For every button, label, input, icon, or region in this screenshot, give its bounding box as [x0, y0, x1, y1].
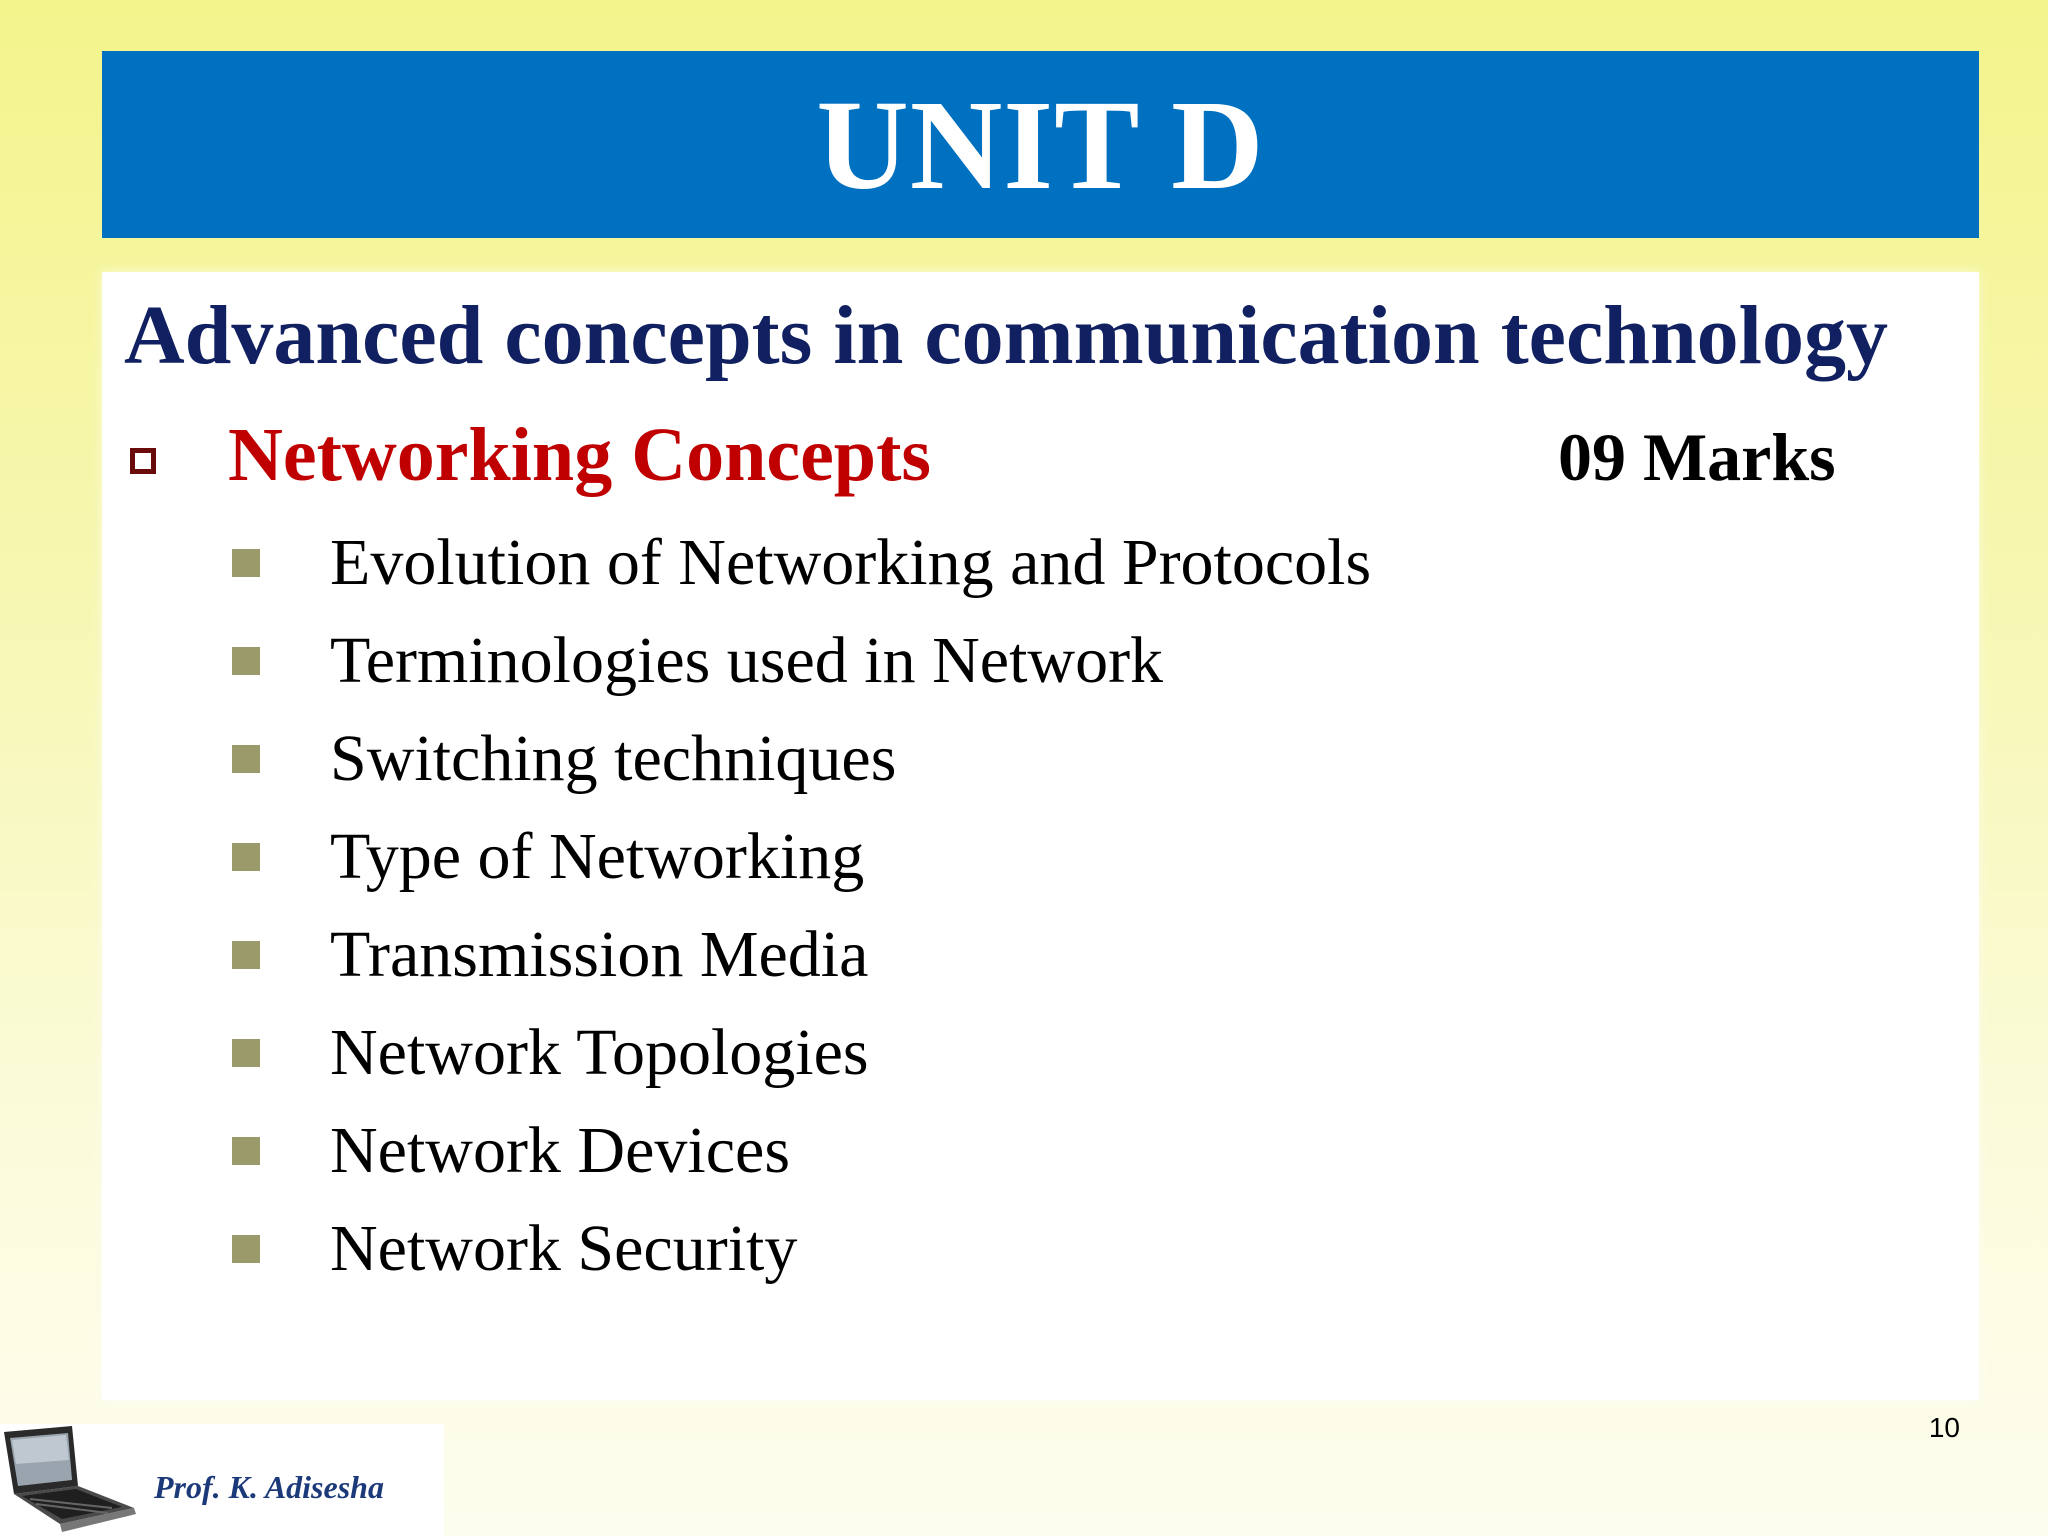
list-item: Type of Networking — [232, 808, 1371, 906]
topic-label: Switching techniques — [330, 721, 897, 795]
topic-label: Evolution of Networking and Protocols — [330, 525, 1372, 599]
slide-title: UNIT D — [816, 73, 1265, 216]
laptop-icon — [4, 1426, 136, 1532]
square-bullet-icon — [232, 941, 260, 969]
topic-label: Transmission Media — [330, 917, 869, 991]
topic-label: Type of Networking — [330, 819, 865, 893]
list-item: Network Topologies — [232, 1004, 1371, 1102]
square-bullet-icon — [232, 1235, 260, 1263]
list-item: Evolution of Networking and Protocols — [232, 514, 1371, 612]
square-bullet-icon — [232, 647, 260, 675]
list-item: Terminologies used in Network — [232, 612, 1371, 710]
square-bullet-icon — [232, 1039, 260, 1067]
hollow-square-bullet-icon — [130, 448, 156, 474]
title-bar: UNIT D — [102, 51, 1979, 238]
square-bullet-icon — [232, 745, 260, 773]
topic-list: Evolution of Networking and Protocols Te… — [232, 514, 1371, 1298]
marks-label: 09 Marks — [1558, 419, 1836, 495]
list-item: Switching techniques — [232, 710, 1371, 808]
section-header: Networking Concepts 09 Marks — [124, 413, 1844, 504]
topic-label: Network Topologies — [330, 1015, 869, 1089]
square-bullet-icon — [232, 1137, 260, 1165]
slide-subtitle: Advanced concepts in communication techn… — [124, 289, 1888, 382]
list-item: Network Security — [232, 1200, 1371, 1298]
square-bullet-icon — [232, 843, 260, 871]
content-panel — [102, 272, 1979, 1400]
svg-text:Prof. K. Adisesha: Prof. K. Adisesha — [153, 1469, 384, 1505]
list-item: Transmission Media — [232, 906, 1371, 1004]
list-item: Network Devices — [232, 1102, 1371, 1200]
page-number: 10 — [1928, 1412, 1960, 1443]
footer-logo: Prof. K. Adisesha — [0, 1424, 444, 1536]
topic-label: Network Security — [330, 1211, 798, 1285]
section-title: Networking Concepts — [228, 413, 931, 497]
author-signature: Prof. K. Adisesha — [153, 1469, 384, 1505]
topic-label: Terminologies used in Network — [330, 623, 1164, 697]
square-bullet-icon — [232, 549, 260, 577]
topic-label: Network Devices — [330, 1113, 791, 1187]
